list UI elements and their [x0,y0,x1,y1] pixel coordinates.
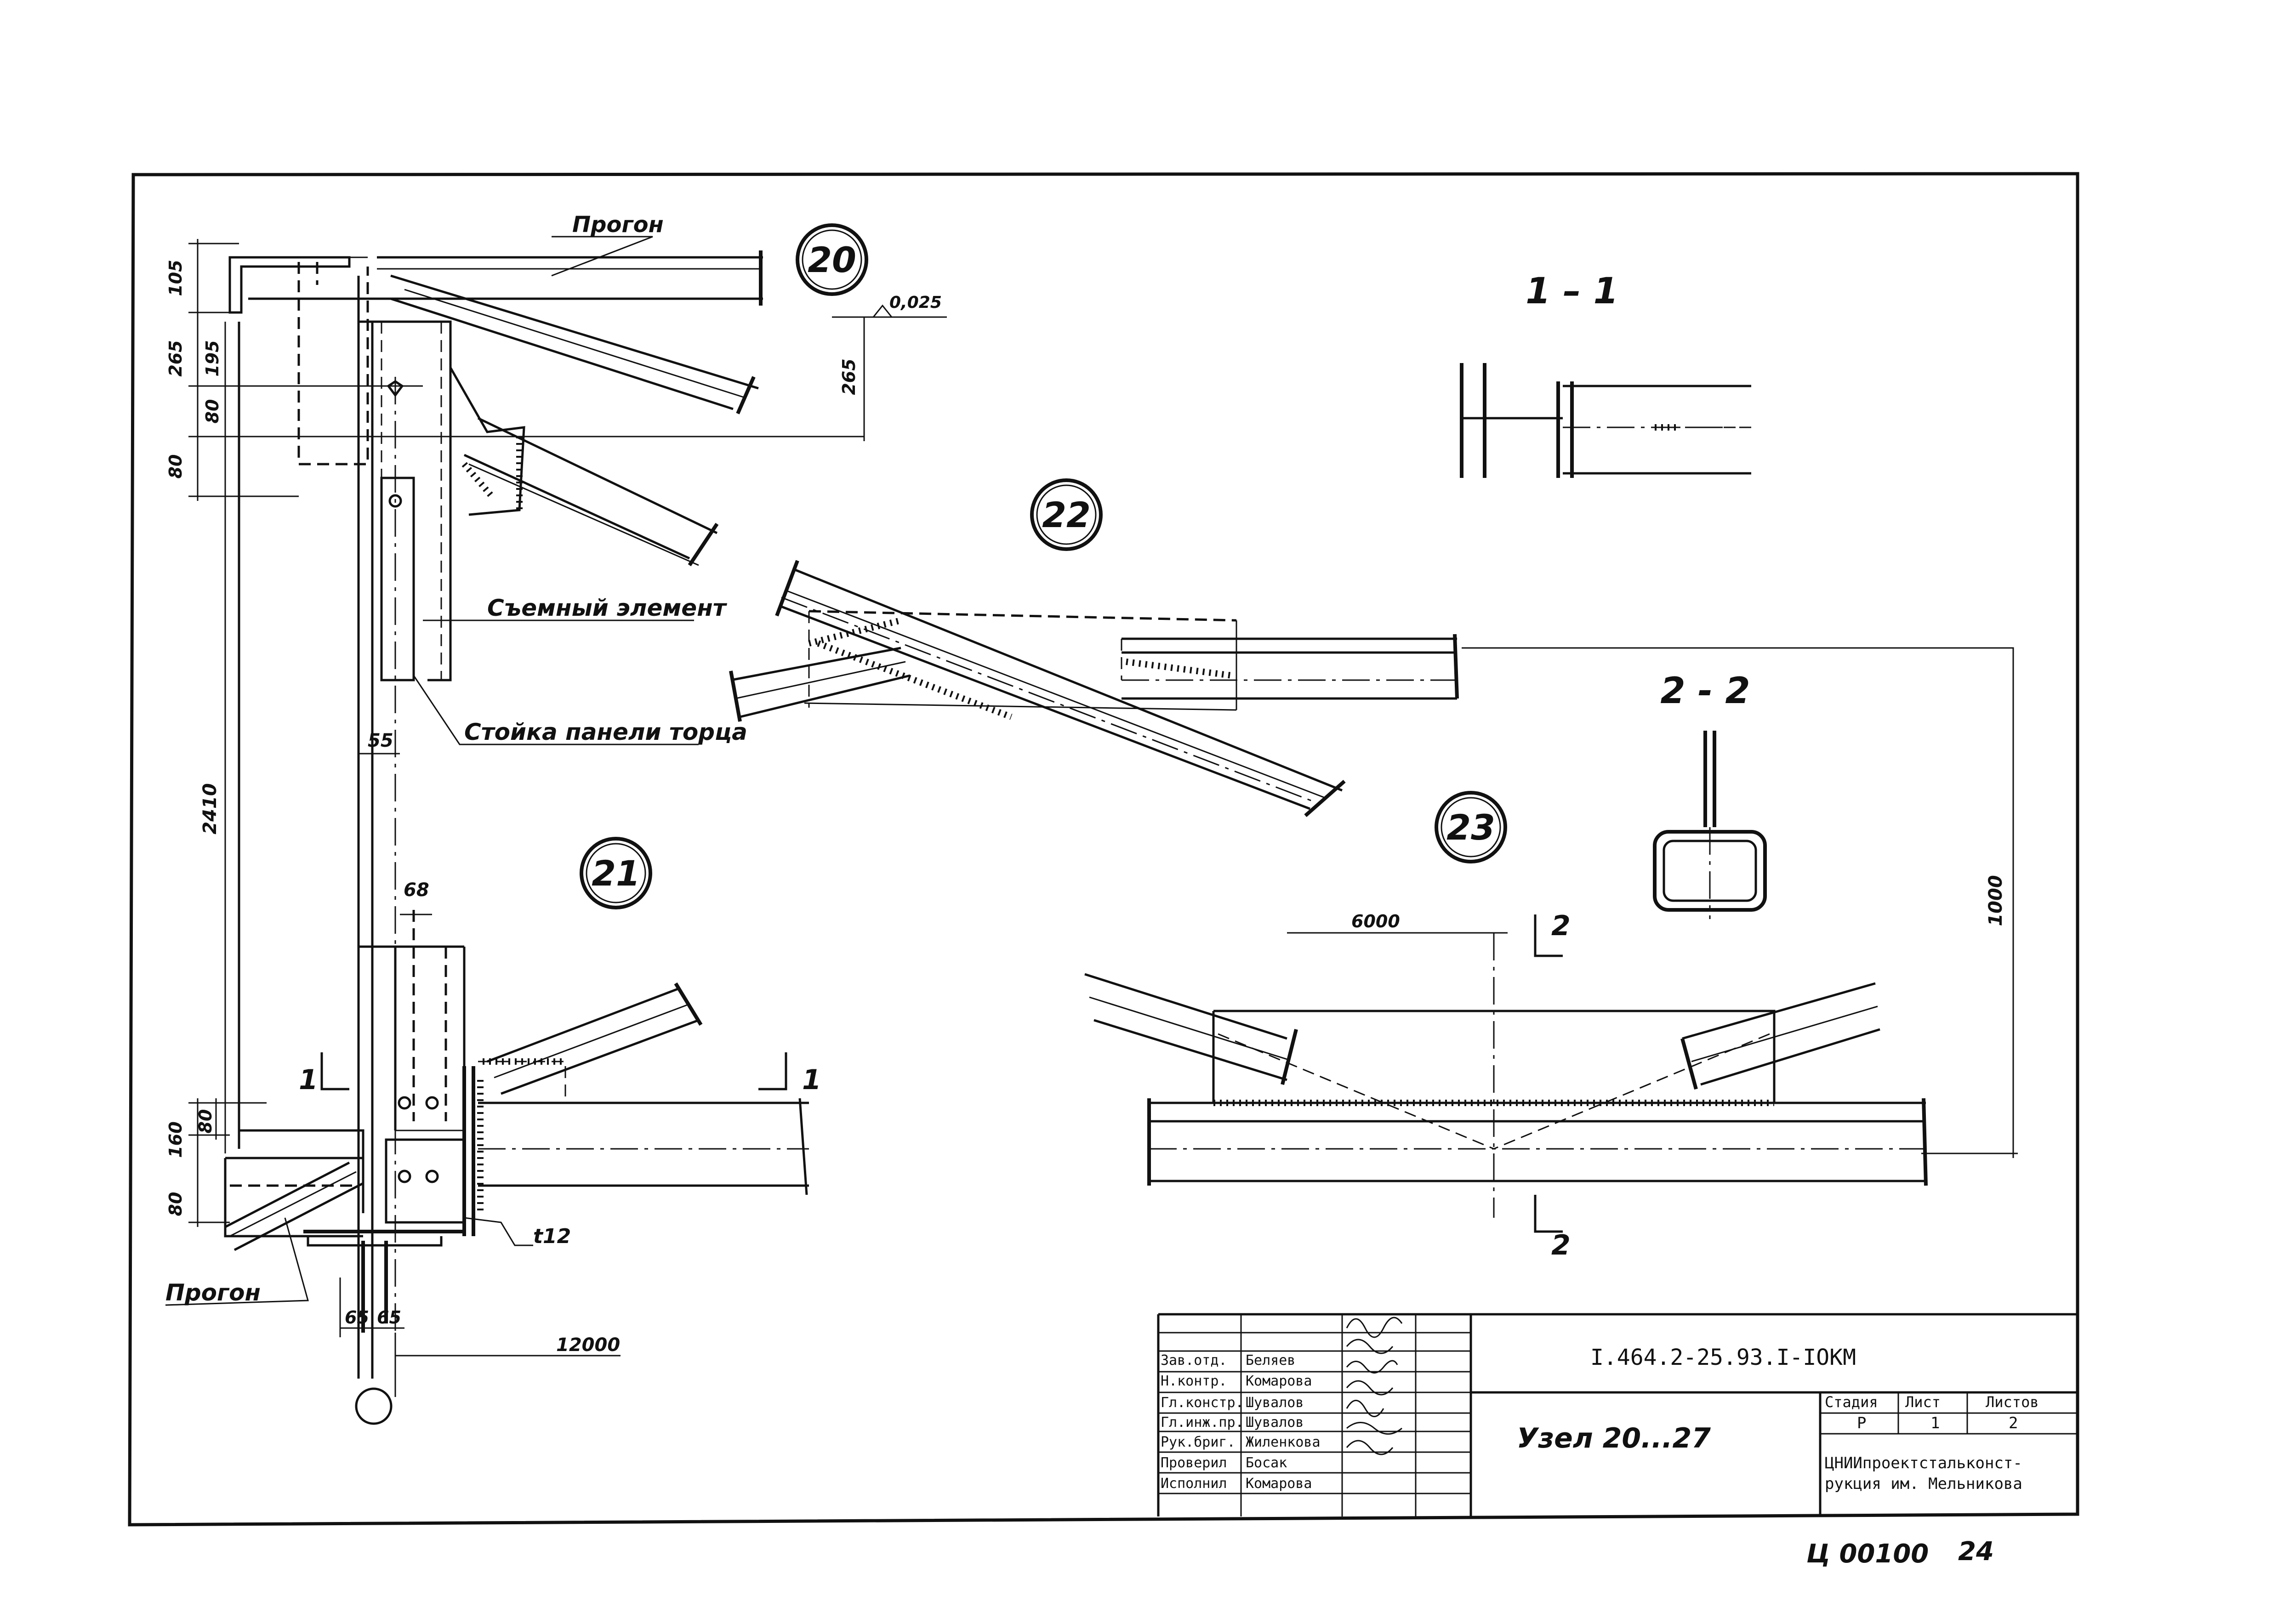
dim-65-a: 65 [345,1307,369,1328]
label-removable-element: Съемный элемент [487,595,728,621]
org-line-2: рукция им. Мельникова [1825,1475,2022,1493]
section-mark-1-right: 1 [802,1064,821,1096]
detail-circles [580,223,1507,909]
sheet-value: 1 [1930,1414,1940,1432]
sheets-header: Листов [1986,1393,2039,1411]
section-2-2-title: 2 - 2 [1660,670,1750,712]
title-row-name: Босак [1246,1455,1287,1471]
title-row-name: Комарова [1246,1373,1312,1389]
sheets-value: 2 [2009,1414,2018,1432]
title-row-name: Шувалов [1246,1414,1304,1431]
label-progon-top: Прогон [572,212,664,238]
dim-2410: 2410 [199,783,221,834]
title-row-name: Шувалов [1246,1395,1304,1411]
section-1-1-geometry [1460,363,1751,478]
dim-12000: 12000 [556,1334,620,1356]
title-row-role: Зав.отд. [1161,1352,1227,1368]
title-row-role: Н.контр. [1161,1373,1227,1389]
drawing-title: Узел 20...27 [1517,1422,1711,1454]
title-row-role: Проверил [1161,1455,1227,1471]
node-22-geometry [729,560,2014,1158]
sheet-frame [128,172,2079,1527]
detail-23-label: 23 [1446,807,1495,848]
dim-6000: 6000 [1351,911,1400,931]
detail-21-label: 21 [592,853,640,894]
section-mark-1-left: 1 [299,1064,318,1096]
dim-65-b: 65 [377,1307,401,1328]
label-elevation: 0,025 [889,293,942,312]
label-end-panel-post: Стойка панели торца [464,719,747,745]
title-row-role: Исполнил [1161,1476,1227,1492]
dim-1000: 1000 [1985,875,2006,926]
node-23-geometry [1084,914,2018,1233]
label-plate-thickness: t12 [533,1225,571,1248]
node-20-21-geometry [165,236,947,1425]
doc-code: I.464.2-25.93.I-IOKM [1590,1345,1856,1370]
section-mark-2-top: 2 [1551,910,1571,942]
title-row-role: Гл.инж.пр. [1161,1414,1244,1431]
dim-80-a: 80 [202,399,222,424]
title-row-name: Беляев [1246,1352,1295,1368]
label-progon-bottom: Прогон [165,1279,261,1306]
archive-number: Ц 00100 [1806,1539,1929,1569]
title-row-role: Гл.констр. [1161,1395,1244,1411]
dim-265-left: 265 [165,340,186,376]
title-row-role: Рук.бриг. [1161,1434,1236,1450]
dim-80-d: 80 [165,1192,186,1216]
section-2-2-geometry [1653,731,1767,919]
dim-80-b: 80 [165,454,186,479]
detail-20-label: 20 [808,239,856,280]
sheet-header: Лист [1905,1393,1941,1411]
dim-55: 55 [368,730,393,751]
dim-195: 195 [202,340,222,376]
stage-value: Р [1857,1414,1866,1432]
dim-68: 68 [404,880,429,901]
page-number: 24 [1958,1537,1994,1567]
org-line-1: ЦНИИпроектстальконст- [1825,1454,2022,1472]
section-mark-2-bottom: 2 [1551,1229,1571,1261]
signatures [1346,1317,1403,1455]
title-row-name: Комарова [1246,1476,1312,1492]
dim-80-c: 80 [195,1109,216,1134]
stage-header: Стадия [1825,1393,1878,1411]
title-row-name: Жиленкова [1246,1434,1321,1450]
section-1-1-title: 1 – 1 [1526,271,1618,312]
dim-265-right: 265 [839,358,859,395]
dim-160: 160 [165,1121,186,1158]
dim-105: 105 [165,260,186,296]
detail-22-label: 22 [1042,494,1091,535]
title-block-grid [1157,1313,2078,1516]
